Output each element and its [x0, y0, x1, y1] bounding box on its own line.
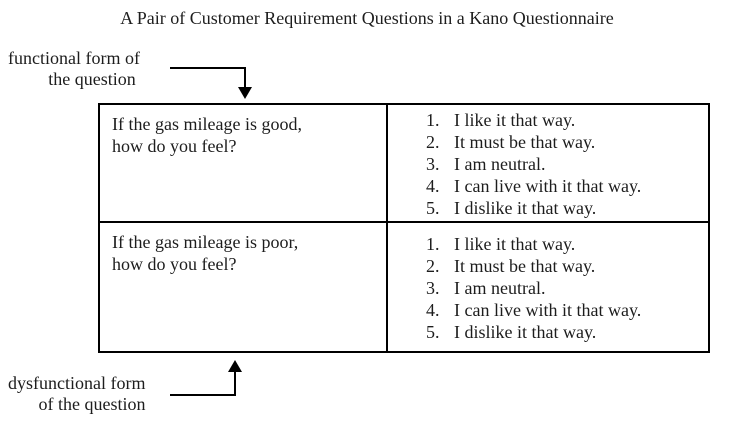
- option-number: 3.: [426, 278, 440, 298]
- option-number: 5.: [426, 198, 440, 218]
- functional-form-label-line1: functional form of: [8, 48, 140, 68]
- option-text: I can live with it that way.: [454, 300, 642, 320]
- option-item: 4. I can live with it that way.: [426, 299, 704, 321]
- question-line: how do you feel?: [112, 254, 237, 274]
- functional-form-label-line2: the question: [48, 69, 136, 89]
- option-item: 5. I dislike it that way.: [426, 321, 704, 343]
- option-number: 4.: [426, 176, 440, 196]
- dysfunctional-options-cell: 1. I like it that way. 2. It must be tha…: [388, 223, 708, 351]
- option-number: 2.: [426, 256, 440, 276]
- option-text: I am neutral.: [454, 278, 546, 298]
- option-item: 3. I am neutral.: [426, 277, 704, 299]
- functional-question-cell: If the gas mileage is good, how do you f…: [100, 105, 388, 223]
- functional-form-label: functional form of the question: [8, 48, 176, 90]
- question-line: If the gas mileage is poor,: [112, 232, 299, 252]
- option-text: I like it that way.: [454, 234, 576, 254]
- option-text: I dislike it that way.: [454, 198, 597, 218]
- option-item: 4. I can live with it that way.: [426, 175, 704, 197]
- dysfunctional-form-label-line1: dysfunctional form: [8, 373, 146, 393]
- dysfunctional-arrow-up-icon: [170, 360, 242, 396]
- option-item: 5. I dislike it that way.: [426, 197, 704, 219]
- option-text: It must be that way.: [454, 132, 596, 152]
- option-text: I am neutral.: [454, 154, 546, 174]
- option-number: 1.: [426, 110, 440, 130]
- option-number: 4.: [426, 300, 440, 320]
- option-number: 5.: [426, 322, 440, 342]
- option-text: I dislike it that way.: [454, 322, 597, 342]
- option-item: 2. It must be that way.: [426, 255, 704, 277]
- dysfunctional-question-cell: If the gas mileage is poor, how do you f…: [100, 223, 388, 351]
- option-item: 1. I like it that way.: [426, 109, 704, 131]
- option-number: 2.: [426, 132, 440, 152]
- option-item: 2. It must be that way.: [426, 131, 704, 153]
- figure-title: A Pair of Customer Requirement Questions…: [120, 8, 614, 28]
- option-number: 1.: [426, 234, 440, 254]
- option-text: I like it that way.: [454, 110, 576, 130]
- option-number: 3.: [426, 154, 440, 174]
- question-line: how do you feel?: [112, 136, 237, 156]
- question-line: If the gas mileage is good,: [112, 114, 302, 134]
- option-item: 3. I am neutral.: [426, 153, 704, 175]
- dysfunctional-form-label: dysfunctional form of the question: [8, 373, 176, 415]
- functional-arrow-down-icon: [170, 67, 252, 99]
- option-item: 1. I like it that way.: [426, 233, 704, 255]
- option-text: It must be that way.: [454, 256, 596, 276]
- option-text: I can live with it that way.: [454, 176, 642, 196]
- kano-table: If the gas mileage is good, how do you f…: [98, 103, 710, 353]
- dysfunctional-form-label-line2: of the question: [38, 394, 146, 414]
- functional-options-cell: 1. I like it that way. 2. It must be tha…: [388, 105, 708, 223]
